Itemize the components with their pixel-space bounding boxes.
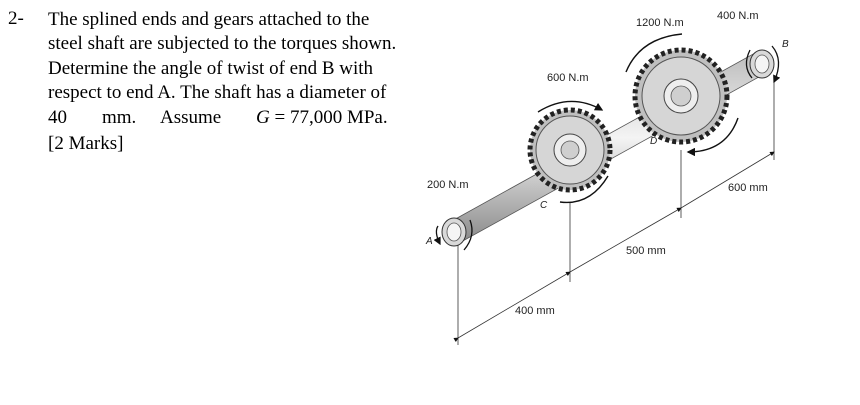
point-c-label: C (540, 200, 548, 211)
length-cd-label: 500 mm (626, 245, 666, 257)
problem-line-1: The splined ends and gears attached to t… (48, 9, 370, 30)
torque-d-label: 1200 N.m (636, 17, 684, 29)
spline-end-b (745, 45, 781, 84)
problem-line-2: steel shaft are subjected to the torques… (48, 33, 397, 54)
gear-c (527, 100, 613, 204)
assume-word: Assume (160, 107, 222, 128)
problem-line-3: Determine the angle of twist of end B wi… (48, 58, 374, 79)
spline-end-a (433, 217, 473, 251)
problem-number: 2- (8, 8, 24, 29)
dimension-lines (453, 78, 775, 345)
shear-modulus-value: = 77,000 MPa. (269, 107, 388, 128)
length-db-label: 600 mm (728, 182, 768, 194)
length-ac-label: 400 mm (515, 305, 555, 317)
torque-a-label: 200 N.m (427, 179, 469, 191)
problem-line-4: respect to end A. The shaft has a diamet… (48, 82, 387, 103)
torque-c-label: 600 N.m (547, 72, 589, 84)
shear-modulus: G = 77,000 MPa. (256, 106, 388, 130)
shear-modulus-symbol: G (256, 107, 270, 128)
diameter-unit: mm. (102, 107, 137, 128)
point-d-label: D (650, 136, 657, 147)
gear-d (625, 33, 739, 157)
diameter-value: 40 (48, 107, 67, 128)
shaft-figure: 200 N.m 600 N.m 1200 N.m 400 N.m 600 mm … (425, 10, 789, 345)
point-a-label: A (425, 236, 433, 247)
point-b-label: B (782, 39, 789, 50)
torque-b-label: 400 N.m (717, 10, 759, 22)
marks-label: [2 Marks] (48, 133, 124, 154)
